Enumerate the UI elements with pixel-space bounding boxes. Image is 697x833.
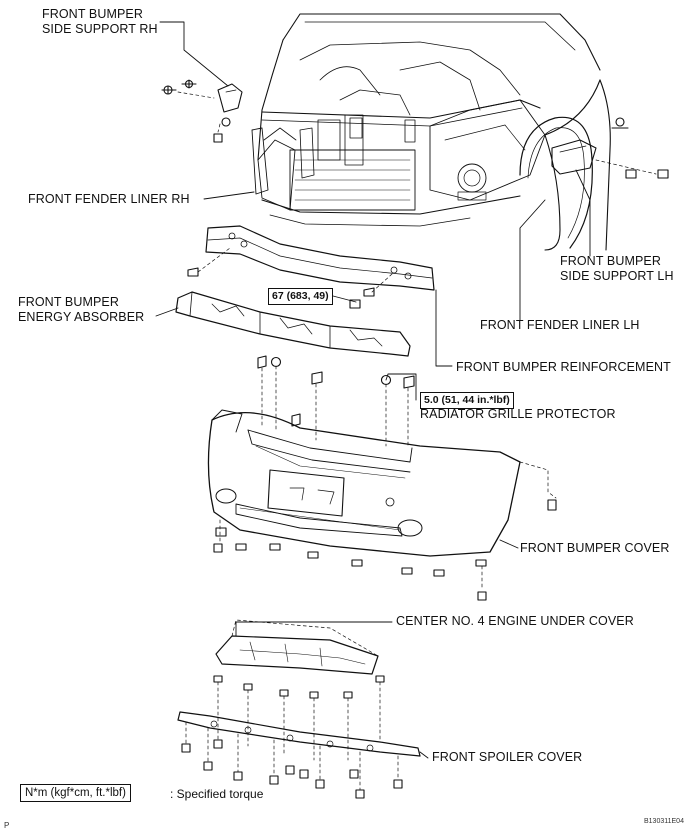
bumper-cover-illustration <box>207 409 557 601</box>
label-front-fender-liner-lh: FRONT FENDER LINER LH <box>480 318 640 332</box>
label-center-no4-engine-under-cover: CENTER NO. 4 ENGINE UNDER COVER <box>396 614 634 628</box>
label-line: FRONT BUMPER <box>560 254 661 268</box>
label-line: SIDE SUPPORT LH <box>560 269 674 283</box>
engine-under-cover-illustration <box>213 619 385 761</box>
energy-absorber-illustration <box>175 291 411 357</box>
spoiler-cover-illustration <box>177 711 421 799</box>
label-front-bumper-side-support-lh: FRONT BUMPER SIDE SUPPORT LH <box>560 254 674 284</box>
figure-code: B130311E04 <box>644 818 684 825</box>
label-front-fender-liner-rh: FRONT FENDER LINER RH <box>28 192 190 206</box>
bumper-reinforcement-illustration <box>187 225 435 309</box>
leader-lines <box>155 21 591 759</box>
torque-legend-unit-box: N*m (kgf*cm, ft.*lbf) <box>20 784 131 802</box>
vehicle-body-illustration <box>161 13 669 251</box>
label-line: FRONT BUMPER <box>42 7 143 21</box>
label-line: FRONT BUMPER <box>18 295 119 309</box>
label-front-spoiler-cover: FRONT SPOILER COVER <box>432 750 583 764</box>
label-front-bumper-side-support-rh: FRONT BUMPER SIDE SUPPORT RH <box>42 7 158 37</box>
torque-legend-text: : Specified torque <box>170 787 264 801</box>
grille-protector-fasteners <box>257 355 415 447</box>
torque-spec-grille-protector-bolt: 5.0 (51, 44 in.*lbf) <box>420 392 514 409</box>
corner-mark: P <box>4 821 10 830</box>
label-line: SIDE SUPPORT RH <box>42 22 158 36</box>
torque-spec-reinforcement-bolt: 67 (683, 49) <box>268 288 333 305</box>
label-front-bumper-reinforcement: FRONT BUMPER REINFORCEMENT <box>456 360 671 374</box>
label-front-bumper-cover: FRONT BUMPER COVER <box>520 541 670 555</box>
label-front-bumper-energy-absorber: FRONT BUMPER ENERGY ABSORBER <box>18 295 144 325</box>
label-radiator-grille-protector: RADIATOR GRILLE PROTECTOR <box>420 407 616 421</box>
label-line: ENERGY ABSORBER <box>18 310 145 324</box>
